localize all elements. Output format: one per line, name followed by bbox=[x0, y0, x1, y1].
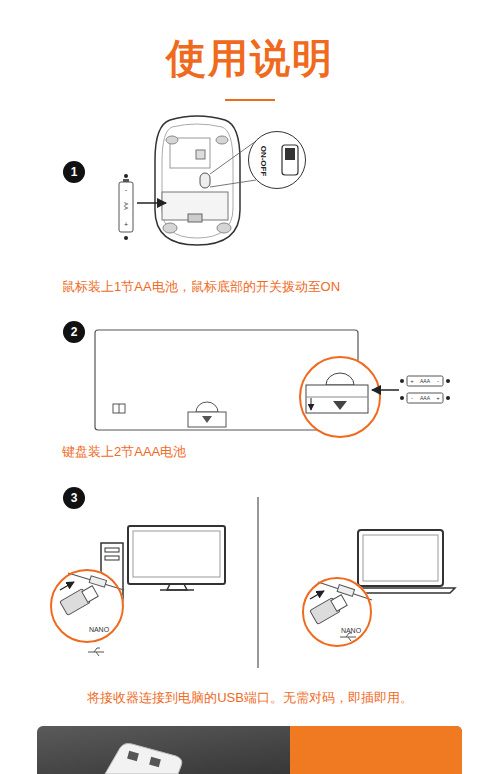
receiver-callout: NANO bbox=[50, 569, 124, 643]
title-rule bbox=[225, 99, 275, 101]
switch-knob bbox=[285, 148, 295, 160]
battery-door-dome bbox=[196, 402, 218, 412]
step-caption: 将接收器连接到电脑的USB端口。无需对码，即插即用。 bbox=[87, 691, 413, 704]
usb-plug bbox=[82, 586, 98, 602]
battery-door bbox=[306, 385, 368, 413]
mouse-switch bbox=[200, 173, 210, 188]
polarity-mark: + bbox=[124, 221, 128, 228]
mouse-foot bbox=[216, 136, 228, 144]
divider bbox=[258, 497, 259, 668]
keyboard-illustration bbox=[95, 330, 380, 437]
monitor-base bbox=[160, 589, 194, 591]
polarity-mark: + bbox=[410, 378, 414, 384]
usb-photo-hole bbox=[127, 751, 139, 761]
keyboard-switch-icon bbox=[119, 404, 120, 413]
usb-symbol bbox=[340, 633, 356, 641]
mouse-inner-outline bbox=[162, 124, 233, 238]
battery-body bbox=[407, 376, 443, 386]
polarity-mark: - bbox=[437, 378, 439, 384]
pc-drive bbox=[105, 548, 119, 552]
laptop-illustration bbox=[302, 530, 455, 647]
insert-arrow bbox=[310, 591, 324, 599]
photo-background bbox=[37, 726, 462, 774]
zoom-fill bbox=[248, 131, 306, 189]
zoom-fill bbox=[50, 569, 124, 643]
battery-dot bbox=[446, 396, 450, 400]
callout-number: 2 bbox=[63, 321, 85, 343]
battery-dot bbox=[400, 396, 404, 400]
usb-photo-hole bbox=[149, 757, 161, 767]
battery-dot bbox=[446, 379, 450, 383]
mouse-sensor bbox=[196, 150, 205, 159]
door-triangle bbox=[333, 401, 347, 410]
battery-latch bbox=[188, 214, 202, 222]
switch-detail bbox=[282, 145, 298, 175]
door-seam bbox=[306, 397, 368, 398]
battery-nub bbox=[123, 179, 129, 182]
battery-label: AAA bbox=[420, 396, 430, 401]
callout-text: NANO bbox=[341, 627, 361, 634]
insert-arrow bbox=[137, 202, 166, 204]
orange-panel bbox=[290, 726, 462, 774]
desktop-illustration bbox=[50, 526, 225, 656]
battery-door-dome bbox=[326, 373, 354, 385]
callout-number: 3 bbox=[63, 487, 85, 509]
receiver-callout: NANO bbox=[302, 577, 372, 647]
aaa-batteries bbox=[400, 376, 450, 403]
usb-port bbox=[89, 576, 106, 587]
laptop-display bbox=[363, 535, 438, 581]
step-caption: 鼠标装上1节AA电池，鼠标底部的开关拨动至ON bbox=[62, 280, 340, 293]
callout-number: 1 bbox=[63, 161, 85, 183]
mouse-body bbox=[155, 116, 240, 245]
monitor-screen bbox=[133, 531, 220, 577]
laptop-screen bbox=[358, 530, 443, 586]
zoom-circle bbox=[300, 357, 380, 437]
monitor-stand bbox=[167, 584, 187, 590]
zoom-fill bbox=[302, 577, 372, 647]
monitor bbox=[128, 526, 225, 584]
battery-door bbox=[188, 412, 226, 427]
step-caption: 键盘装上2节AAA电池 bbox=[62, 445, 186, 458]
callout-text: NANO bbox=[89, 626, 109, 633]
battery-dot bbox=[124, 174, 128, 178]
battery-label: AAA bbox=[420, 379, 430, 384]
push-arrow bbox=[311, 398, 312, 410]
door-triangle bbox=[202, 416, 212, 423]
port-edge bbox=[68, 573, 124, 590]
mouse-foot bbox=[217, 223, 231, 233]
polarity-mark: - bbox=[411, 395, 413, 401]
usb-port bbox=[337, 585, 354, 597]
leader-line bbox=[210, 180, 256, 187]
battery-body bbox=[407, 393, 443, 403]
mouse-foot bbox=[166, 136, 178, 144]
usb-symbol bbox=[88, 648, 104, 656]
insert-arrow bbox=[372, 389, 399, 391]
battery-dot bbox=[124, 236, 128, 240]
keyboard-switch-icon bbox=[113, 404, 125, 413]
pc-drive bbox=[105, 556, 119, 560]
usb-photo bbox=[105, 744, 182, 774]
polarity-mark: + bbox=[436, 395, 440, 401]
insert-arrow bbox=[60, 582, 74, 590]
page-title: 使用说明 bbox=[166, 38, 334, 78]
battery-label: AA bbox=[123, 202, 129, 210]
mouse-illustration bbox=[155, 116, 306, 245]
callout-text: ON-OFF bbox=[259, 146, 267, 177]
switch-callout: ON-OFF bbox=[248, 131, 306, 189]
polarity-mark: - bbox=[125, 186, 127, 193]
usb-plug bbox=[331, 595, 347, 611]
photo-strip bbox=[37, 726, 462, 774]
aa-battery bbox=[119, 174, 133, 240]
battery-dot bbox=[400, 379, 404, 383]
battery-body bbox=[119, 182, 133, 232]
mouse-foot bbox=[163, 223, 177, 233]
port-edge bbox=[318, 582, 372, 600]
